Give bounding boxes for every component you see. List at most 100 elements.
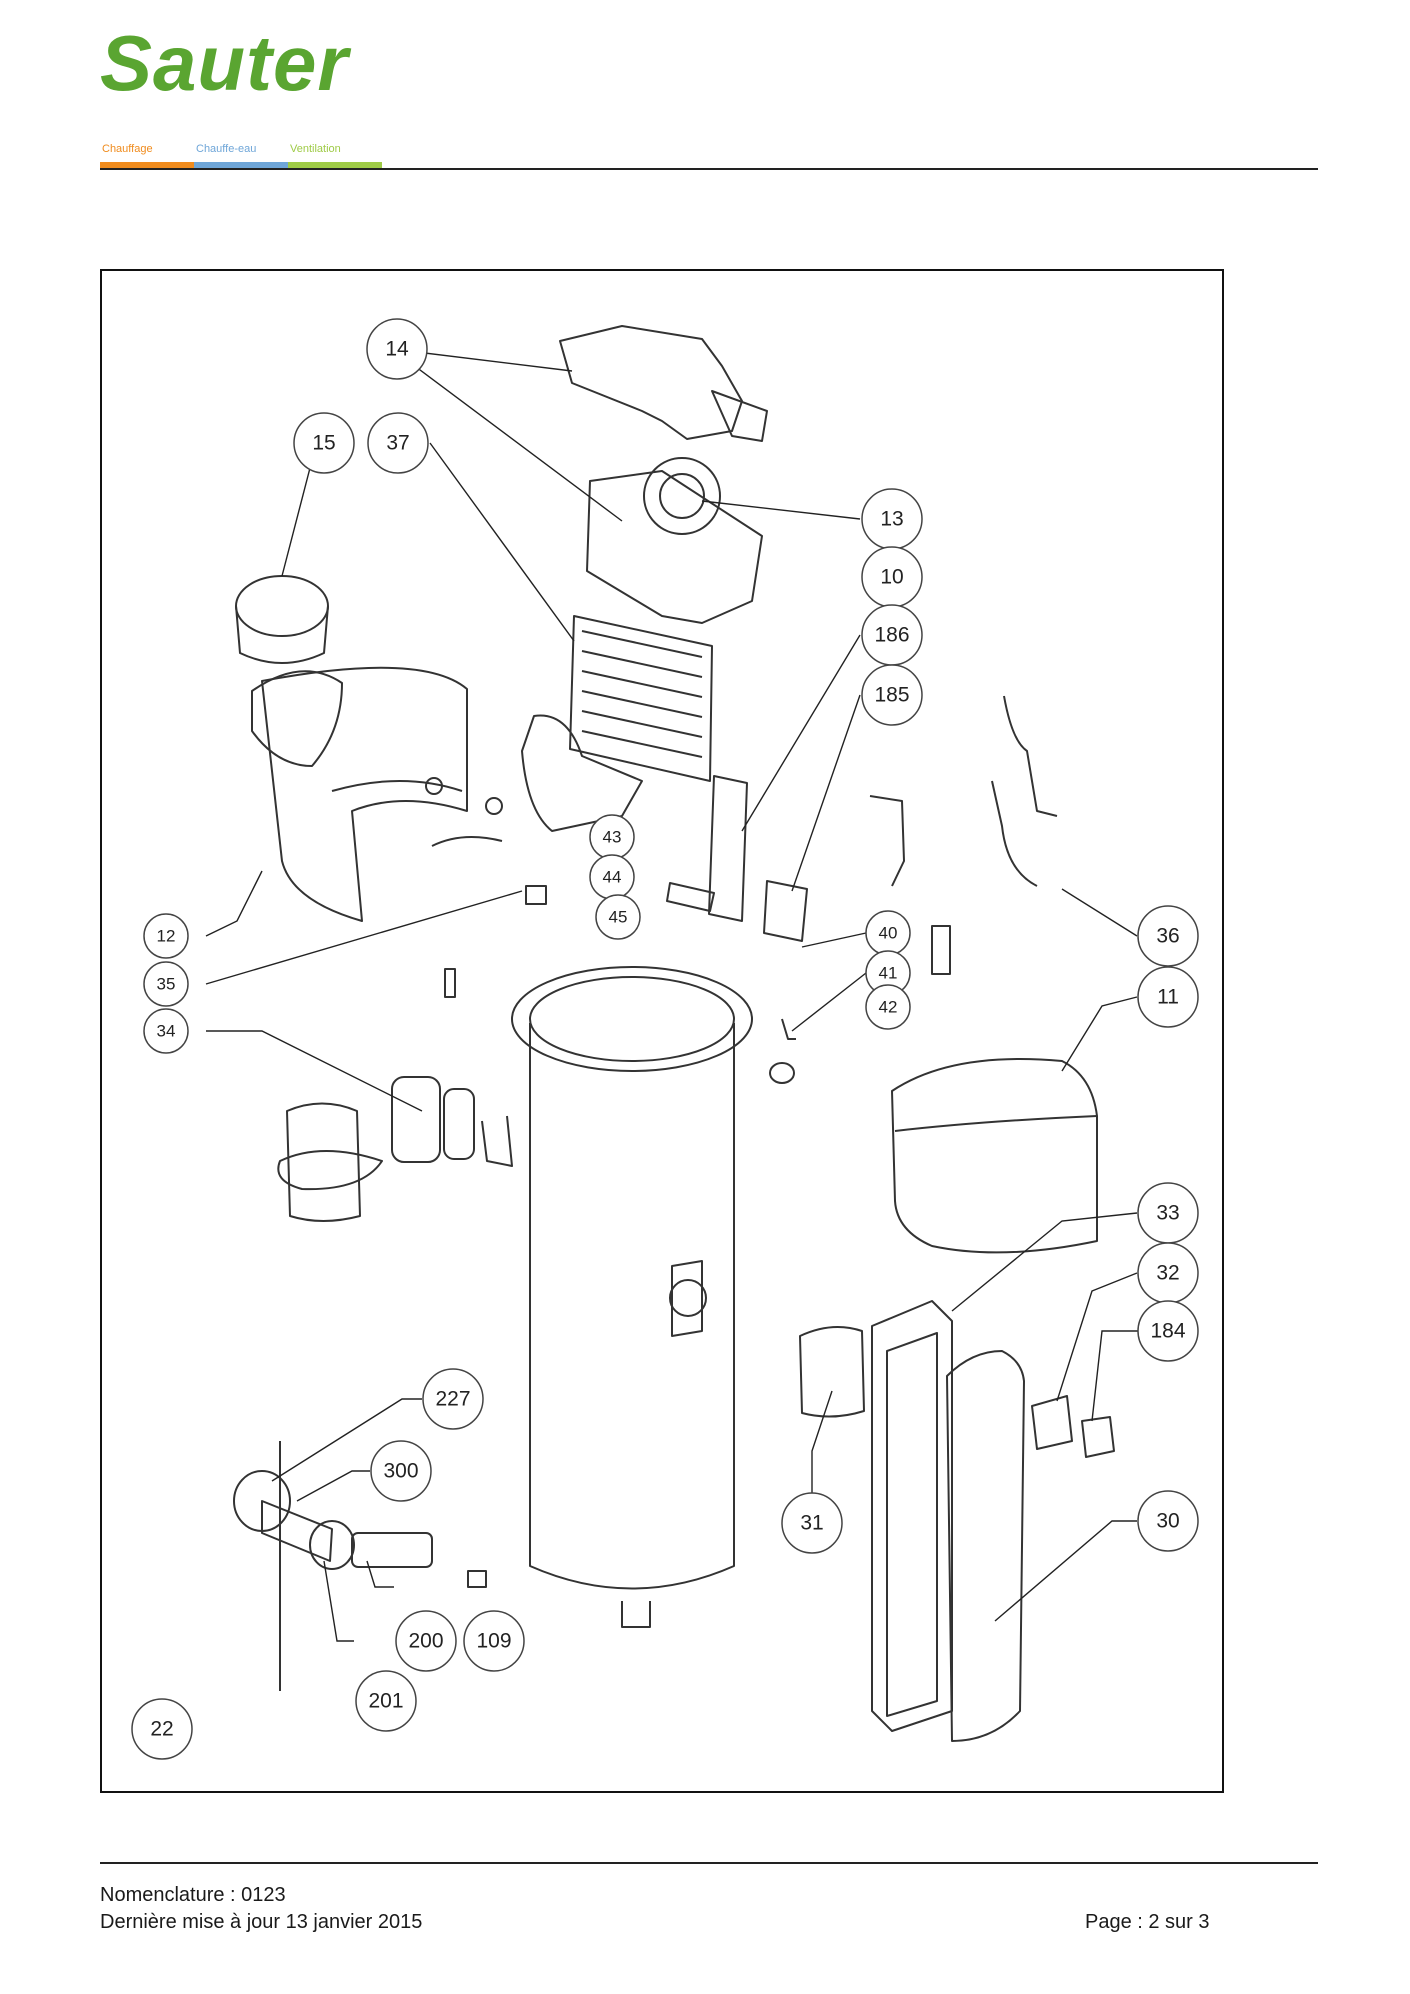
callout-37: 37	[367, 412, 429, 474]
part-display-holder	[1031, 1395, 1073, 1450]
callout-circle	[1137, 1300, 1199, 1362]
callout-13: 13	[861, 488, 923, 550]
part-filter	[931, 925, 951, 975]
category-color-bar	[288, 162, 382, 170]
callout-34: 34	[143, 1008, 189, 1054]
part-pipe-b	[991, 780, 1038, 887]
callout-label: 33	[1156, 1202, 1179, 1225]
brand-logo: Sauter	[100, 19, 349, 107]
callout-14: 14	[366, 318, 428, 380]
callout-109: 109	[463, 1610, 525, 1672]
callout-label: 201	[368, 1690, 403, 1713]
part-accumulator	[443, 1088, 475, 1160]
last-update-label: Dernière mise à jour 13 janvier 2015	[100, 1911, 423, 1933]
part-tank-access	[671, 1260, 703, 1337]
callout-circle	[143, 1008, 189, 1054]
part-air-outlet	[251, 670, 343, 767]
category-heating: Chauffage	[100, 142, 194, 170]
callout-label: 31	[800, 1512, 823, 1535]
callout-label: 44	[603, 868, 622, 887]
callout-circle	[355, 1670, 417, 1732]
part-front-cover	[891, 1058, 1098, 1254]
part-cover-flap	[711, 390, 768, 442]
part-evaporator	[569, 615, 713, 782]
callout-300: 300	[370, 1440, 432, 1502]
part-control-board	[708, 775, 748, 922]
callout-circle	[1137, 1490, 1199, 1552]
callout-15: 15	[293, 412, 355, 474]
callout-label: 12	[157, 927, 176, 946]
callout-185: 185	[861, 664, 923, 726]
callout-42: 42	[865, 984, 911, 1030]
part-heating-element	[351, 1532, 433, 1568]
callout-circle	[1137, 905, 1199, 967]
category-ventilation: Ventilation	[288, 142, 382, 170]
footer-divider	[100, 1862, 1318, 1864]
leader-lines	[205, 348, 1138, 1642]
callout-10: 10	[861, 546, 923, 608]
callout-label: 41	[879, 964, 898, 983]
part-valve-a	[781, 1018, 796, 1040]
callout-label: 185	[874, 684, 909, 707]
callout-circle	[395, 1610, 457, 1672]
part-sensor-a	[425, 777, 443, 795]
callout-circle	[366, 318, 428, 380]
callout-circle	[367, 412, 429, 474]
part-pipe-a	[1003, 695, 1058, 817]
callout-label: 36	[1156, 925, 1179, 948]
callout-circle	[861, 664, 923, 726]
callout-label: 40	[879, 924, 898, 943]
part-thermal-cutout	[467, 1570, 487, 1588]
category-label: Chauffage	[102, 143, 153, 155]
callout-circle	[595, 894, 641, 940]
callout-label: 43	[603, 828, 622, 847]
callout-11: 11	[1137, 966, 1199, 1028]
part-air-deflector	[521, 714, 643, 832]
callout-circle	[131, 1698, 193, 1760]
callout-label: 32	[1156, 1262, 1179, 1285]
callout-circle	[422, 1368, 484, 1430]
callout-circle	[865, 984, 911, 1030]
callout-32: 32	[1137, 1242, 1199, 1304]
part-air-grille-body	[235, 605, 329, 664]
callout-label: 109	[476, 1630, 511, 1653]
part-anode	[261, 1500, 333, 1562]
callout-label: 30	[1156, 1510, 1179, 1533]
callout-label: 184	[1150, 1320, 1185, 1343]
callout-31: 31	[781, 1492, 843, 1554]
callout-label: 11	[1157, 986, 1179, 1009]
callout-41: 41	[865, 950, 911, 996]
callout-12: 12	[143, 913, 189, 959]
category-label: Ventilation	[290, 143, 341, 155]
callout-45: 45	[595, 894, 641, 940]
category-bar: Chauffage Chauffe-eau Ventilation	[100, 142, 382, 170]
callout-label: 45	[609, 908, 628, 927]
callout-184: 184	[1137, 1300, 1199, 1362]
callout-circle	[370, 1440, 432, 1502]
callout-circle	[1137, 966, 1199, 1028]
part-compressor	[391, 1076, 441, 1163]
callout-label: 35	[157, 975, 176, 994]
category-color-bar	[100, 162, 194, 170]
part-compressor-base	[277, 1150, 383, 1191]
callout-186: 186	[861, 604, 923, 666]
part-drain-tube	[481, 1115, 513, 1167]
callout-label: 300	[383, 1460, 418, 1483]
callout-label: 14	[385, 338, 409, 361]
callout-43: 43	[589, 814, 635, 860]
part-outlines	[233, 325, 1115, 1742]
callout-33: 33	[1137, 1182, 1199, 1244]
callout-circle	[143, 913, 189, 959]
callout-circle	[293, 412, 355, 474]
callout-label: 227	[435, 1388, 470, 1411]
header-divider	[100, 168, 1318, 170]
callout-label: 34	[157, 1022, 176, 1041]
callout-label: 200	[408, 1630, 443, 1653]
part-heating-flange	[309, 1520, 355, 1570]
part-pipe-c	[869, 795, 905, 887]
category-label: Chauffe-eau	[196, 143, 257, 155]
callout-circle	[143, 961, 189, 1007]
